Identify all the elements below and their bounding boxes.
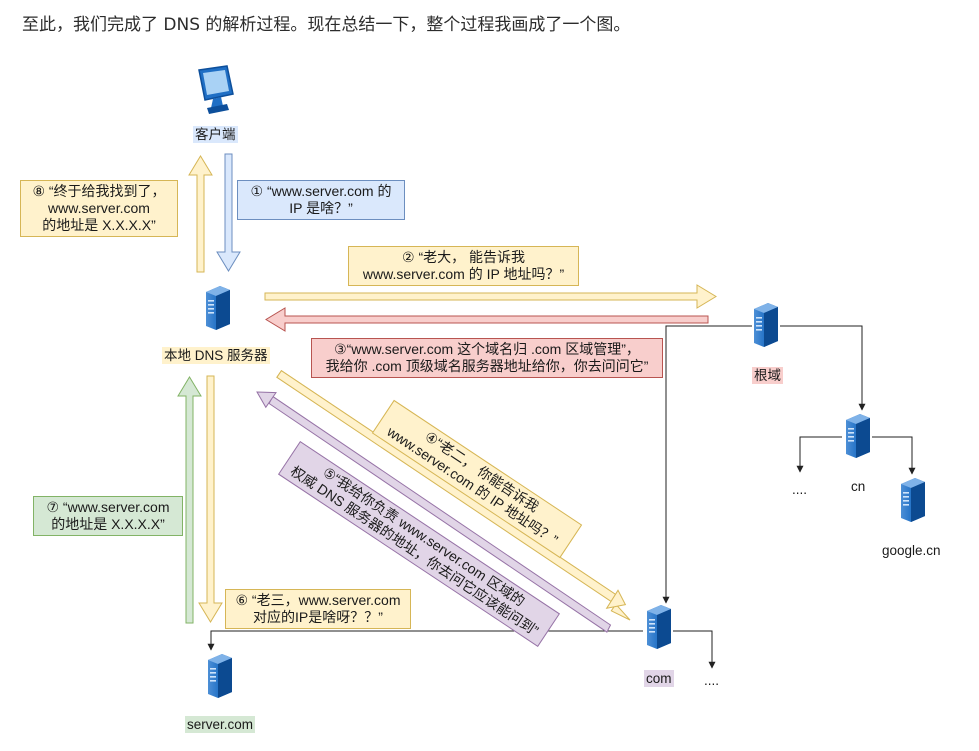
cn-label: cn: [851, 479, 866, 494]
com-server-icon: [647, 605, 671, 649]
server-com-server-icon: [208, 654, 232, 698]
step8-box: ⑧ “终于给我找到了， www.server.com 的地址是 X.X.X.X”: [20, 180, 178, 237]
step7-box: ⑦ “www.server.com 的地址是 X.X.X.X”: [33, 496, 183, 536]
step3-box: ③“www.server.com 这个域名归 .com 区域管理”， 我给你 .…: [311, 338, 663, 378]
connector-lines: [207, 325, 916, 669]
step5-arrow: [256, 391, 277, 409]
client-label: 客户端: [193, 126, 238, 143]
root-server-icon: [754, 303, 778, 347]
step6-arrow: [198, 375, 223, 623]
local-dns-label: 本地 DNS 服务器: [162, 347, 270, 364]
root-label: 根域: [752, 367, 783, 384]
google-cn-label: google.cn: [882, 543, 941, 558]
local-dns-server-icon: [206, 286, 230, 330]
step8-arrow: [188, 155, 213, 273]
intro-text: 至此，我们完成了 DNS 的解析过程。现在总结一下，整个过程我画成了一个图。: [22, 15, 631, 35]
step7-arrow: [177, 376, 202, 624]
step1-box: ① “www.server.com 的 IP 是啥？”: [237, 180, 405, 220]
step3-arrow: [265, 307, 709, 332]
server-com-label: server.com: [185, 716, 256, 733]
com-more-label: ....: [704, 673, 720, 688]
step6-box: ⑥ “老三，www.server.com 对应的IP是啥呀？？”: [225, 589, 411, 629]
step2-box: ② “老大， 能告诉我 www.server.com 的 IP 地址吗？”: [348, 246, 579, 286]
monitor-icon: [198, 65, 234, 114]
step1-arrow: [216, 153, 241, 272]
cn-server-icon: [846, 414, 870, 458]
google-cn-server-icon: [901, 478, 925, 522]
com-label: com: [644, 670, 674, 687]
cn-more-label: ....: [792, 482, 808, 497]
step2-arrow: [264, 284, 717, 309]
